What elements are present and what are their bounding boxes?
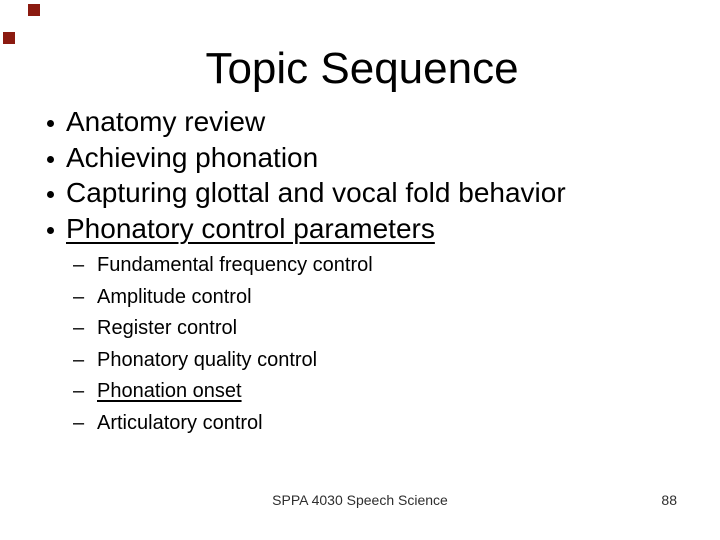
bullet-text: Anatomy review xyxy=(66,106,266,137)
sub-bullet-text: Register control xyxy=(97,317,238,339)
bullet-item: Capturing glottal and vocal fold behavio… xyxy=(47,175,566,211)
sub-bullet-list: Fundamental frequency control Amplitude … xyxy=(73,250,373,440)
bullet-item: Achieving phonation xyxy=(47,140,566,176)
sub-bullet-item: Phonatory quality control xyxy=(73,345,373,377)
bullet-text: Achieving phonation xyxy=(66,141,319,173)
bullet-item: Phonatory control parameters xyxy=(47,211,566,247)
bullet-text-underlined: Phonatory control parameters xyxy=(66,212,435,244)
bullet-text: Capturing glottal and vocal fold behavio… xyxy=(66,177,566,208)
sub-bullet-item: Register control xyxy=(73,313,373,345)
sub-bullet-text: Amplitude control xyxy=(97,285,252,308)
slide-title: Topic Sequence xyxy=(205,44,519,93)
sub-bullet-text: Phonatory quality control xyxy=(97,348,318,371)
sub-bullet-text: Fundamental frequency control xyxy=(97,254,373,276)
bullet-list: Anatomy review Achieving phonation Captu… xyxy=(47,104,566,247)
red-square-artifact xyxy=(28,4,40,16)
sub-bullet-item: Fundamental frequency control xyxy=(73,250,373,282)
bullet-item: Anatomy review xyxy=(47,104,566,140)
sub-bullet-item: Amplitude control xyxy=(73,282,373,314)
red-square-artifact xyxy=(3,32,15,44)
page-number: 88 xyxy=(661,492,677,508)
sub-bullet-item: Articulatory control xyxy=(73,408,373,440)
sub-bullet-text-underlined: Phonation onset xyxy=(97,380,242,402)
sub-bullet-text: Articulatory control xyxy=(97,411,263,434)
footer-text: SPPA 4030 Speech Science xyxy=(272,492,448,508)
sub-bullet-item: Phonation onset xyxy=(73,376,373,408)
